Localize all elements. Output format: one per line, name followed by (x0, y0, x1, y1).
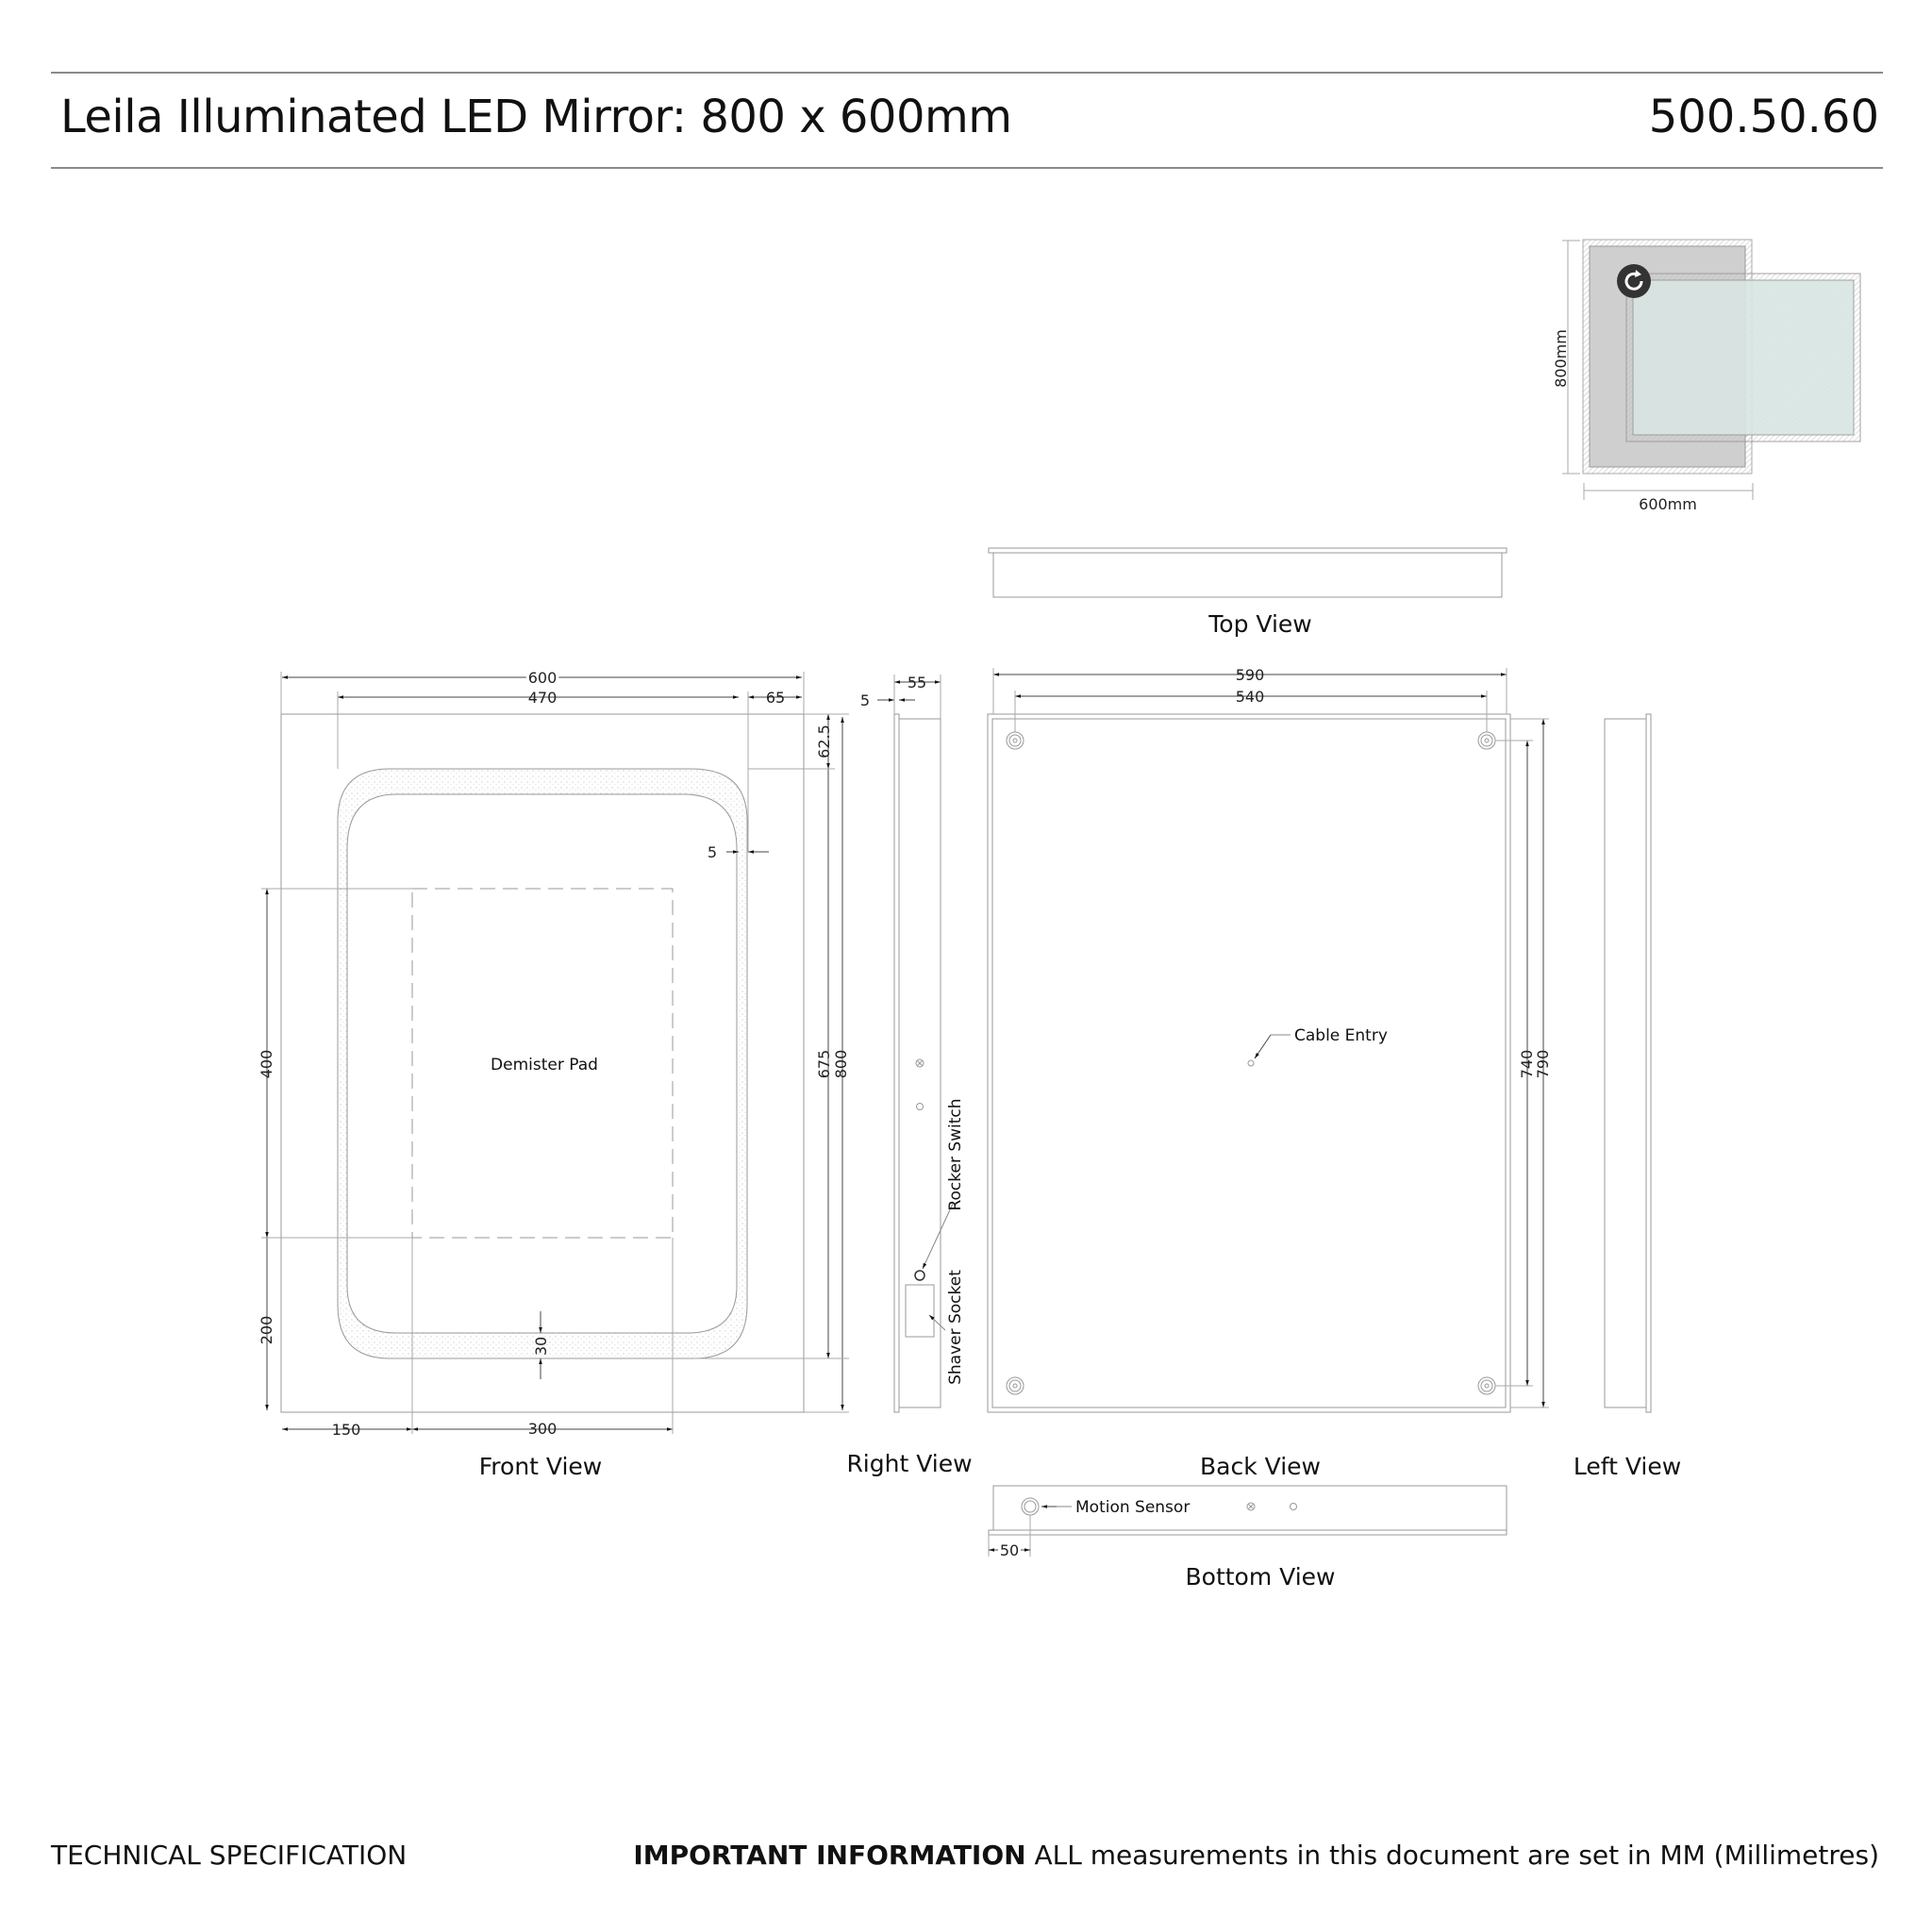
svg-text:Top View: Top View (1208, 610, 1311, 638)
svg-text:300: 300 (528, 1420, 558, 1438)
svg-text:65: 65 (766, 689, 785, 707)
page-title: Leila Illuminated LED Mirror: 800 x 600m… (60, 91, 1012, 143)
thumbnail: 800mm 600mm (1552, 239, 1861, 513)
svg-text:150: 150 (332, 1421, 361, 1439)
front-view-labels: 600 600 470 65 62.5 5 675 800 400 200 15… (258, 666, 850, 1480)
svg-text:790: 790 (1534, 1050, 1552, 1079)
svg-text:Motion Sensor: Motion Sensor (1075, 1498, 1190, 1517)
important-text: ALL measurements in this document are se… (1025, 1840, 1879, 1871)
back-view-labels: 590 540 740 790 Cable Entry Back View (1200, 666, 1552, 1480)
svg-text:540: 540 (1236, 688, 1265, 706)
svg-text:600: 600 (528, 669, 558, 687)
svg-text:800mm: 800mm (1552, 329, 1570, 388)
right-view (877, 675, 954, 1413)
rotate-icon[interactable] (1617, 264, 1651, 298)
svg-text:400: 400 (258, 1050, 275, 1079)
svg-text:Cable Entry: Cable Entry (1294, 1026, 1388, 1045)
svg-text:Back View: Back View (1200, 1453, 1321, 1480)
header-rule-bottom (51, 167, 1883, 169)
svg-text:Right View: Right View (846, 1450, 972, 1477)
svg-text:800: 800 (832, 1050, 850, 1079)
top-view: Top View (988, 547, 1507, 638)
svg-text:Front View: Front View (479, 1453, 603, 1480)
footer-right: IMPORTANT INFORMATION ALL measurements i… (633, 1840, 1879, 1871)
important-label: IMPORTANT INFORMATION (633, 1840, 1026, 1871)
svg-text:55: 55 (908, 674, 926, 691)
header-rule-top (51, 72, 1883, 74)
front-view (261, 672, 849, 1434)
bottom-view-labels: Motion Sensor 50 Bottom View (1000, 1498, 1336, 1591)
svg-text:5: 5 (708, 843, 717, 861)
bottom-view (988, 1485, 1507, 1557)
svg-text:590: 590 (1236, 666, 1265, 684)
svg-text:5: 5 (860, 691, 870, 709)
left-view: Left View (1574, 713, 1681, 1480)
right-view-labels: 55 5 Rocker Switch Shaver Socket Right V… (846, 674, 972, 1477)
svg-text:Rocker Switch: Rocker Switch (946, 1098, 965, 1210)
product-code: 500.50.60 (1648, 91, 1879, 143)
svg-text:Bottom View: Bottom View (1186, 1563, 1336, 1591)
svg-text:Left View: Left View (1574, 1453, 1681, 1480)
mounting-holes (1006, 731, 1496, 1395)
svg-text:30: 30 (532, 1337, 550, 1356)
svg-text:200: 200 (258, 1316, 275, 1345)
back-view (987, 668, 1549, 1413)
svg-text:600mm: 600mm (1639, 495, 1697, 513)
svg-text:740: 740 (1518, 1050, 1536, 1079)
svg-text:62.5: 62.5 (815, 724, 833, 758)
svg-text:Demister Pad: Demister Pad (491, 1056, 598, 1074)
svg-text:470: 470 (528, 689, 558, 707)
svg-text:600: 600 (528, 669, 558, 687)
footer-left: TECHNICAL SPECIFICATION (51, 1840, 408, 1871)
svg-text:675: 675 (815, 1050, 833, 1079)
svg-text:Shaver Socket: Shaver Socket (946, 1270, 965, 1385)
svg-text:50: 50 (1000, 1541, 1019, 1559)
